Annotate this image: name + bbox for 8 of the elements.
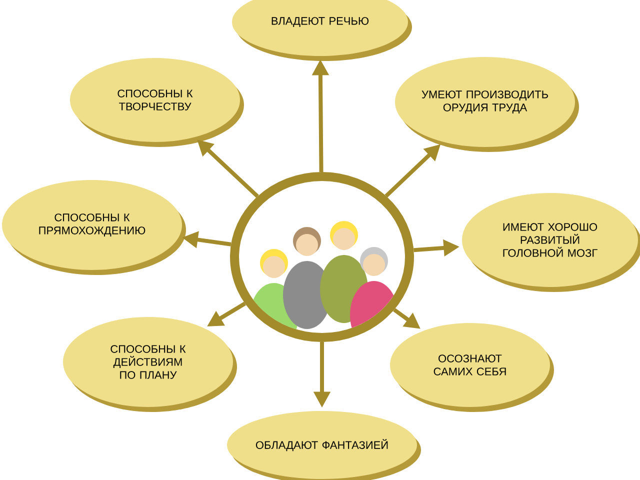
- ellipse-node: УМЕЮТ ПРОИЗВОДИТЬ ОРУДИЯ ТРУДА: [395, 57, 579, 152]
- ellipse-node: ОБЛАДАЮТ ФАНТАЗИЕЙ: [227, 411, 421, 480]
- ellipse-node: ИМЕЮТ ХОРОШО РАЗВИТЫЙ ГОЛОВНОЙ МОЗГ: [462, 193, 640, 292]
- ellipse-node: СПОСОБНЫ К ДЕЙСТВИЯМ ПО ПЛАНУ: [63, 317, 237, 412]
- ellipse-node: ВЛАДЕЮТ РЕЧЬЮ: [232, 0, 412, 61]
- ellipse-node: СПОСОБНЫ К ПРЯМОХОЖДЕНИЮ: [2, 180, 186, 275]
- ellipse-node: ОСОЗНАЮТ САМИХ СЕБЯ: [390, 323, 554, 412]
- ellipse-node: СПОСОБНЫ К ТВОРЧЕСТВУ: [70, 58, 244, 147]
